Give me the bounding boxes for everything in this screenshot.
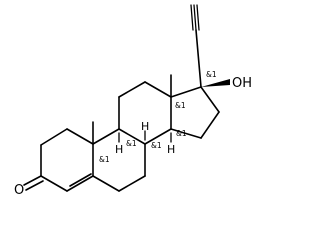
hydrogen-label-c8: H (141, 120, 149, 133)
ring-b (92, 128, 146, 192)
stereo-label-c17: &1 (206, 70, 217, 79)
hydroxyl-label: OH (232, 76, 252, 91)
stereo-label-c8: &1 (151, 141, 162, 150)
molecule-structure-diagram: O OH &1 &1 &1 &1 &1 &1 H H H (14, 4, 252, 198)
stereo-label-c10: &1 (99, 155, 110, 164)
ring-d (170, 86, 220, 139)
ring-c (118, 81, 172, 145)
stereo-label-c9: &1 (126, 139, 137, 148)
ethynyl-group (190, 4, 202, 88)
hydrogen-label-c9: H (115, 143, 123, 156)
oxygen-ketone-label: O (14, 183, 24, 198)
ring-a (40, 128, 94, 192)
ketone-group (23, 175, 44, 191)
stereo-h-bonds (118, 130, 172, 143)
hydrogen-label-c14: H (167, 143, 175, 156)
stereo-label-c13: &1 (175, 101, 186, 110)
methyl-groups (92, 74, 172, 145)
stereo-label-c14: &1 (176, 129, 187, 138)
hydroxyl-wedge-bond (201, 79, 230, 87)
